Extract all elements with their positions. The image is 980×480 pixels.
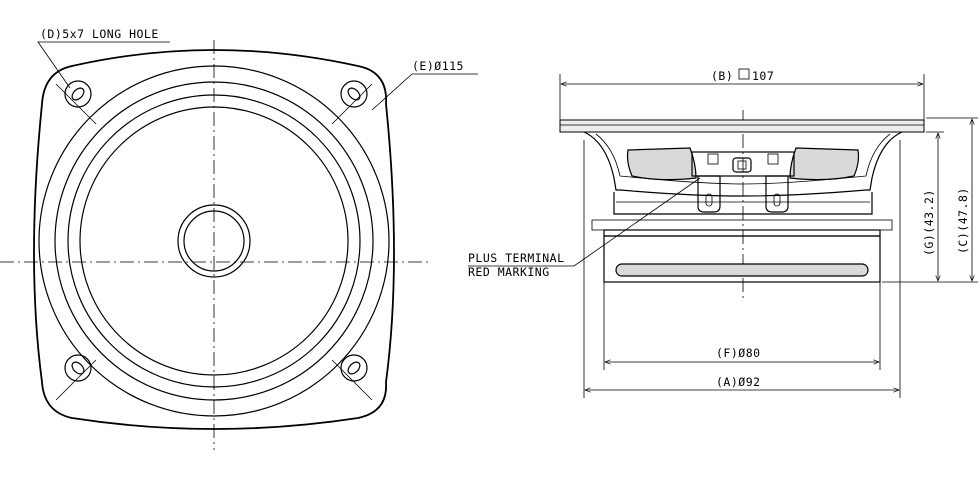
front-view: (D)5x7 LONG HOLE (E)Ø115 [0,27,478,450]
terminal-tab-left-top [707,153,719,165]
magnet-top-plate [603,229,881,237]
depth-g-label: (G)(43.2) [922,189,936,256]
mount-hole-top-left [64,80,92,108]
terminal-lug-left [697,175,721,213]
basket [583,131,903,197]
side-view: (B) 107 PLUS TERMINAL RED [468,68,978,398]
basket-window-left [626,147,697,181]
terminal-block [691,151,795,177]
front-cone-edge [79,106,349,376]
terminal-tab-right-top [767,153,779,165]
hole-label: (D)5x7 LONG HOLE [40,27,159,41]
hole-label-leader [37,41,170,89]
mount-hole-top-right [340,80,368,108]
front-surround-outer [54,81,374,401]
cutout-label: (F)Ø80 [716,346,761,360]
square-symbol [738,68,750,80]
front-frame [33,49,395,430]
dust-cap-inner [183,210,245,272]
terminal-label-line1: PLUS TERMINAL [468,251,565,265]
mount-hole-bottom-right [340,354,368,382]
magnet-ring [615,263,869,277]
overall-diameter-label: (A)Ø92 [716,375,761,389]
basket-lower-rim [613,192,873,215]
magnet-frame-back [591,219,893,231]
basket-window-right [789,147,860,181]
mount-hole-bottom-left [64,354,92,382]
basket-inner [595,133,891,185]
mount-diameter-leader [371,73,478,111]
mount-diameter-label: (E)Ø115 [412,59,464,73]
depth-c-label: (C)(47.8) [956,187,970,254]
dust-cap-outer [177,204,251,278]
terminal-center-marker [732,157,752,173]
flange-label: (B) [711,69,733,83]
front-outer-ring [38,65,390,417]
terminal-lug-right [765,175,789,213]
magnet-body [603,235,881,283]
flange-plate [559,119,925,133]
front-corner-line [55,359,97,401]
terminal-leader [468,177,701,267]
flange-value: 107 [752,69,774,83]
front-corner-line [331,359,373,401]
terminal-label-line2: RED MARKING [468,265,550,279]
front-surround-inner [67,94,361,388]
